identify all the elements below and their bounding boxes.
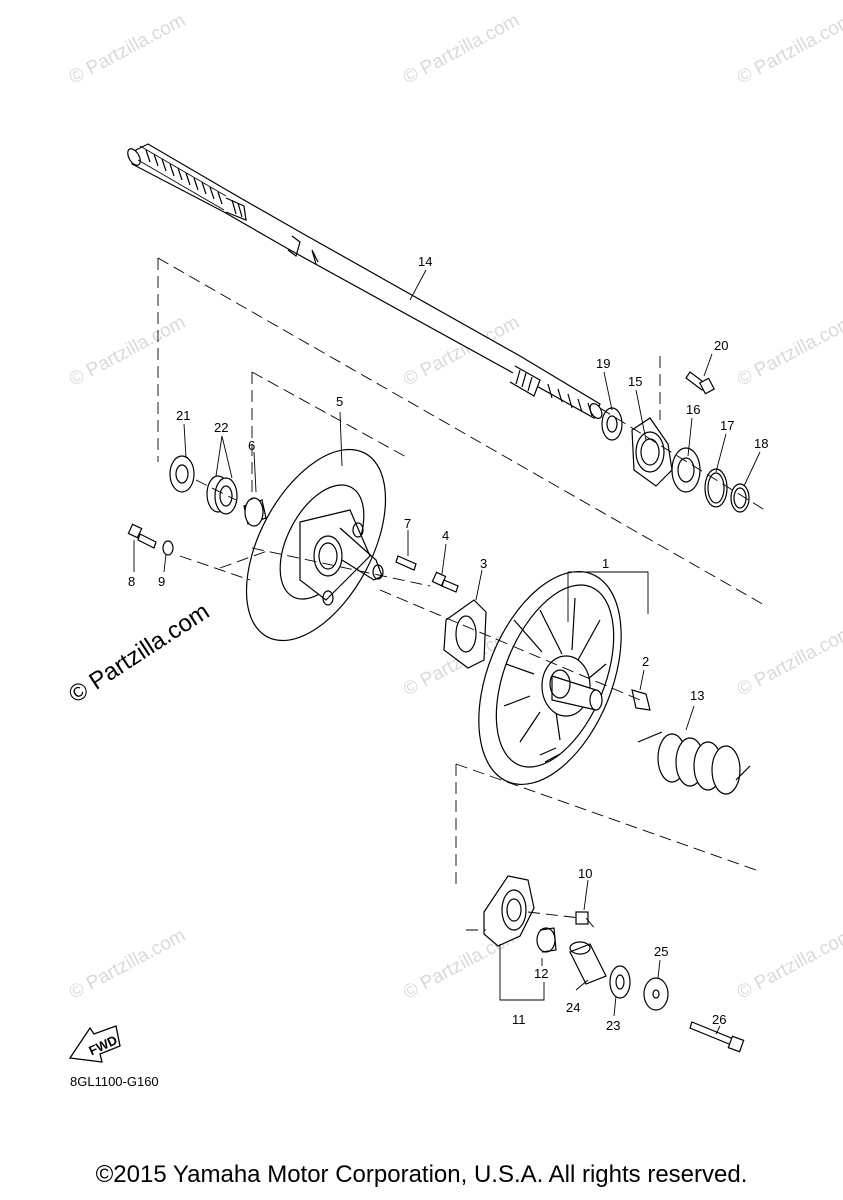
copyright-notice: ©2015 Yamaha Motor Corporation, U.S.A. A… — [95, 1161, 748, 1188]
bushing-part-12 — [536, 927, 557, 953]
callout-8: 8 — [128, 574, 135, 589]
stud-part-7 — [395, 555, 417, 571]
collar-part-6 — [243, 497, 267, 527]
diagram-code: 8GL1100-G160 — [70, 1074, 159, 1089]
movable-sheave-part-1 — [478, 570, 622, 786]
callout-14: 14 — [418, 254, 432, 269]
callout-24: 24 — [566, 1000, 580, 1015]
callout-26: 26 — [712, 1012, 726, 1027]
bolt-part-4 — [431, 571, 459, 593]
callout-6: 6 — [248, 438, 255, 453]
bolt-part-26 — [689, 1021, 745, 1053]
callout-9: 9 — [158, 574, 165, 589]
shaft-part-14 — [127, 143, 603, 419]
oil-seal-part-19 — [601, 407, 623, 441]
callout-1: 1 — [602, 556, 609, 571]
callout-19: 19 — [596, 356, 610, 371]
callout-3: 3 — [480, 556, 487, 571]
washer-part-23 — [609, 965, 631, 999]
ramp-plate-part-11 — [483, 875, 535, 947]
callout-12: 12 — [534, 966, 548, 981]
assembly-lines — [157, 257, 769, 931]
callout-5: 5 — [336, 394, 343, 409]
callout-10: 10 — [578, 866, 592, 881]
washer-part-9 — [162, 540, 174, 556]
leader-lines — [133, 269, 761, 1035]
washer-part-21 — [169, 455, 195, 493]
bushing-part-22 — [206, 475, 238, 515]
callout-7: 7 — [404, 516, 411, 531]
callout-4: 4 — [442, 528, 449, 543]
callout-18: 18 — [754, 436, 768, 451]
callout-11: 11 — [512, 1012, 526, 1027]
bearing-part-16 — [671, 447, 701, 493]
callout-25: 25 — [654, 944, 668, 959]
callout-numbers: 1 2 3 4 5 6 7 8 9 10 11 12 13 14 15 16 1… — [128, 254, 768, 1033]
washer-part-25 — [643, 977, 669, 1011]
spring-part-13 — [637, 731, 751, 795]
callout-20: 20 — [714, 338, 728, 353]
callout-13: 13 — [690, 688, 704, 703]
fixed-sheave-part-5 — [245, 448, 387, 642]
callout-17: 17 — [720, 418, 734, 433]
callout-2: 2 — [642, 654, 649, 669]
gasket-part-3 — [443, 599, 487, 669]
bolt-part-20 — [685, 371, 716, 395]
callout-21: 21 — [176, 408, 190, 423]
nut-part-10 — [575, 911, 589, 925]
fwd-arrow — [68, 1025, 121, 1063]
circlip-part-18 — [730, 483, 750, 513]
bolt-part-8 — [127, 523, 157, 549]
bearing-housing-part-15 — [631, 417, 673, 487]
slider-part-2 — [631, 689, 651, 711]
callout-16: 16 — [686, 402, 700, 417]
callout-23: 23 — [606, 1018, 620, 1033]
collar-part-24 — [569, 941, 607, 985]
circlip-part-17 — [704, 468, 728, 508]
callout-15: 15 — [628, 374, 642, 389]
callout-22: 22 — [214, 420, 228, 435]
